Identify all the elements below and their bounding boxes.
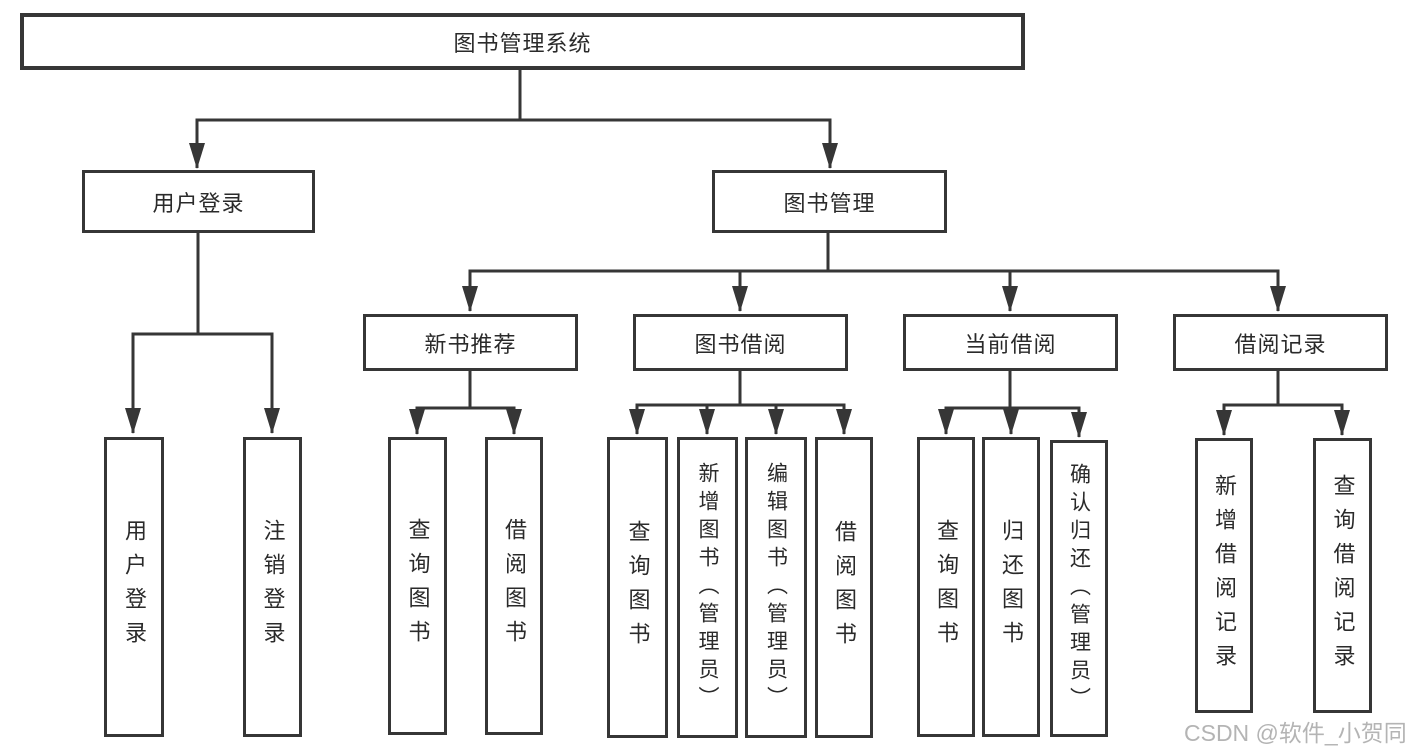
- node-bb-edit-book-label: 编辑图书（管理员）: [764, 461, 788, 714]
- node-nbr-query-book-label: 查询图书: [405, 518, 431, 654]
- node-current-borrow: 当前借阅: [903, 314, 1118, 371]
- node-new-book-rec-label: 新书推荐: [424, 331, 517, 357]
- node-current-borrow-label: 当前借阅: [964, 331, 1057, 357]
- node-root-label: 图书管理系统: [453, 30, 592, 56]
- node-cb-confirm-return: 确认归还（管理员）: [1050, 440, 1108, 737]
- book-borrow-connector: [635, 369, 846, 407]
- node-bb-add-book-label: 新增图书（管理员）: [696, 461, 719, 714]
- node-ul-logout: 注销登录: [243, 437, 302, 737]
- node-ul-user-login-label: 用户登录: [122, 519, 147, 655]
- node-cb-query-book: 查询图书: [917, 437, 975, 737]
- node-bb-add-book: 新增图书（管理员）: [677, 437, 738, 738]
- node-cb-query-book-label: 查询图书: [934, 519, 959, 655]
- node-borrow-record: 借阅记录: [1173, 314, 1388, 371]
- node-book-mgmt-label: 图书管理: [783, 190, 876, 216]
- node-new-book-rec: 新书推荐: [363, 314, 578, 371]
- node-book-borrow: 图书借阅: [633, 314, 848, 371]
- node-user-login: 用户登录: [82, 170, 315, 233]
- node-cb-return-book: 归还图书: [982, 437, 1040, 737]
- node-cb-return-book-label: 归还图书: [999, 519, 1024, 655]
- node-br-add-record: 新增借阅记录: [1195, 438, 1253, 713]
- node-bb-borrow-book-label: 借阅图书: [832, 519, 857, 656]
- current-borrow-connector: [944, 369, 1081, 410]
- node-ul-logout-label: 注销登录: [260, 519, 286, 655]
- node-br-query-record: 查询借阅记录: [1313, 438, 1372, 713]
- node-ul-user-login: 用户登录: [104, 437, 164, 737]
- book-mgmt-connector: [468, 231, 1280, 273]
- node-br-add-record-label: 新增借阅记录: [1212, 473, 1237, 678]
- node-bb-query-book: 查询图书: [607, 437, 668, 738]
- node-book-borrow-label: 图书借阅: [694, 331, 787, 357]
- new-book-rec-connector: [415, 369, 516, 410]
- borrow-record-connector: [1222, 369, 1344, 407]
- node-borrow-record-label: 借阅记录: [1234, 331, 1327, 357]
- node-bb-query-book-label: 查询图书: [625, 519, 651, 656]
- node-br-query-record-label: 查询借阅记录: [1330, 473, 1356, 678]
- node-nbr-borrow-book-label: 借阅图书: [502, 518, 527, 654]
- node-bb-edit-book: 编辑图书（管理员）: [745, 437, 807, 738]
- user-login-connector: [131, 231, 274, 336]
- node-bb-borrow-book: 借阅图书: [815, 437, 873, 738]
- root-connector: [195, 68, 832, 122]
- node-nbr-query-book: 查询图书: [388, 437, 447, 735]
- node-book-mgmt: 图书管理: [712, 170, 947, 233]
- node-root: 图书管理系统: [20, 13, 1025, 70]
- node-nbr-borrow-book: 借阅图书: [485, 437, 543, 735]
- node-cb-confirm-return-label: 确认归还（管理员）: [1067, 462, 1091, 715]
- node-user-login-label: 用户登录: [152, 190, 245, 216]
- watermark: CSDN @软件_小贺同学: [1184, 720, 1405, 746]
